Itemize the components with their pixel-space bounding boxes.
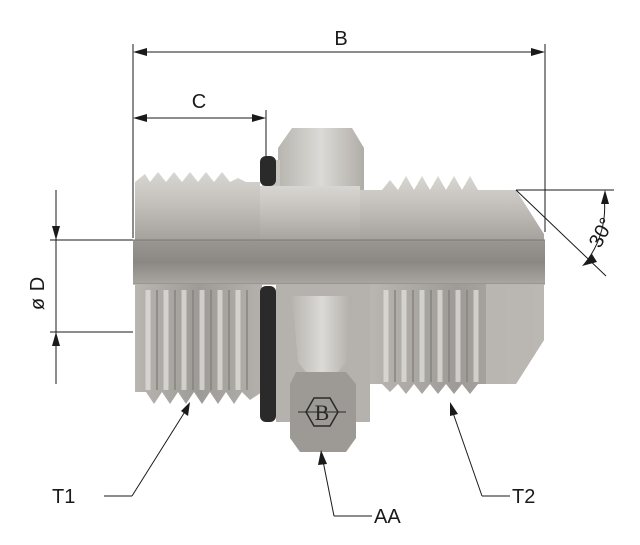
thread-ridges-left xyxy=(145,290,241,390)
dimension-c: C xyxy=(133,91,267,156)
angle-label: 30° xyxy=(585,214,619,251)
t1-label: T1 xyxy=(52,486,75,508)
bore xyxy=(133,240,545,284)
leader-t1: T1 xyxy=(52,402,190,508)
o-ring-lower xyxy=(260,286,276,422)
leader-aa: AA xyxy=(318,450,401,528)
hex-top xyxy=(278,128,364,190)
leader-t2: T2 xyxy=(450,402,535,508)
dim-d-label: D xyxy=(27,277,49,291)
dimension-b: B xyxy=(132,28,546,238)
dimension-d: ø D xyxy=(27,190,133,384)
aa-label: AA xyxy=(374,506,401,528)
fitting-body: B xyxy=(133,128,545,452)
lower-thread-left xyxy=(135,284,262,404)
upper-thread-left xyxy=(135,172,260,240)
logo-letter: B xyxy=(315,400,330,425)
body-right-upper xyxy=(355,176,544,240)
t2-label: T2 xyxy=(512,486,535,508)
hex-flat xyxy=(292,296,352,372)
hex-logo: B xyxy=(298,397,346,427)
dim-d-symbol: ø xyxy=(27,298,49,310)
dim-c-label: C xyxy=(192,91,206,113)
o-ring-upper xyxy=(260,156,276,186)
dim-b-label: B xyxy=(334,28,347,50)
thread-ridges-right xyxy=(383,290,479,382)
